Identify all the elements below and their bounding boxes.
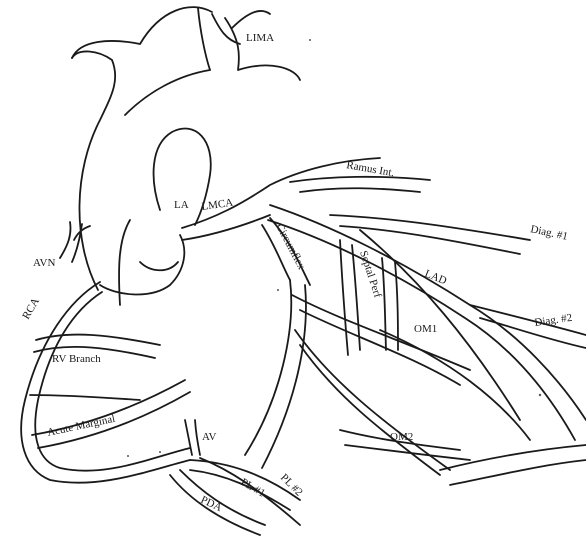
label-av: AV <box>202 431 217 443</box>
label-diag1: Diag. #1 <box>529 223 569 243</box>
label-septal: Septal Perf <box>357 249 384 299</box>
label-la: LA <box>174 199 189 211</box>
aorta <box>72 7 300 305</box>
left-coronary-system <box>182 158 586 485</box>
scan-specks <box>127 39 541 457</box>
label-pl1: PL #1 <box>239 476 268 499</box>
label-diag2: Diag. #2 <box>534 312 573 329</box>
label-om2: OM2 <box>390 431 413 443</box>
label-avn: AVN <box>33 257 55 269</box>
label-rv-branch: RV Branch <box>52 353 101 365</box>
label-rca: RCA <box>20 296 42 322</box>
label-om1: OM1 <box>414 323 437 335</box>
label-lima: LIMA <box>246 32 274 44</box>
label-acute-marginal: Acute Marginal <box>46 413 116 439</box>
label-circumflex: Circumflex <box>273 222 307 272</box>
